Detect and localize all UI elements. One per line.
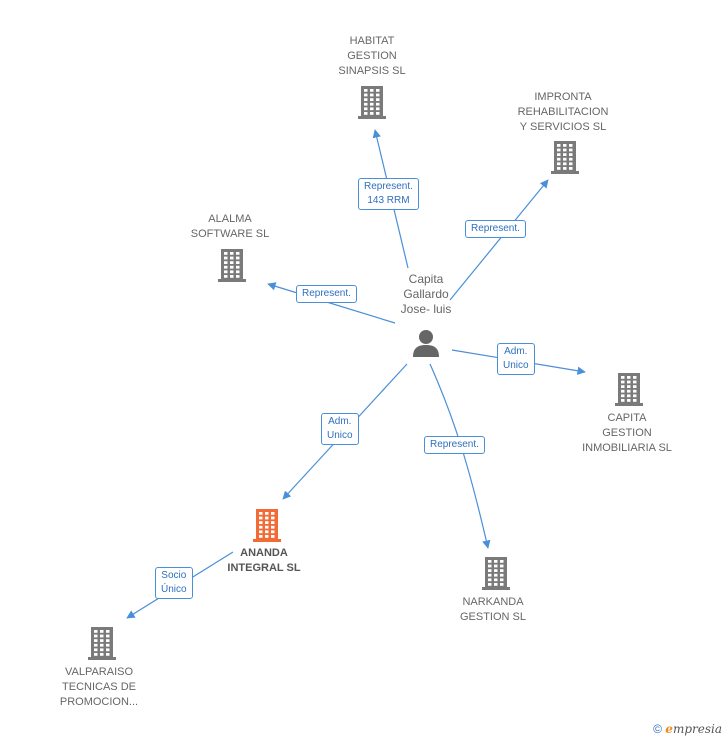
edge-label-e-ananda[interactable]: Adm. Unico xyxy=(321,413,359,445)
company-label-line: INTEGRAL SL xyxy=(227,562,301,574)
company-label-alalma[interactable]: ALALMA SOFTWARE SL xyxy=(180,212,280,242)
person-icon[interactable] xyxy=(411,328,441,358)
building-icon[interactable] xyxy=(216,248,248,282)
brand-initial: e xyxy=(665,722,673,736)
edge-label-line: Socio xyxy=(161,570,187,581)
company-label-habitat[interactable]: HABITAT GESTION SINAPSIS SL xyxy=(320,34,424,79)
edge-label-line: Único xyxy=(161,584,187,595)
company-label-line: IMPRONTA xyxy=(534,91,592,103)
center-person-label[interactable]: Capita Gallardo Jose- luis xyxy=(380,272,472,317)
building-icon[interactable] xyxy=(356,85,388,119)
company-label-impronta[interactable]: IMPRONTA REHABILITACION Y SERVICIOS SL xyxy=(506,90,620,135)
company-label-line: REHABILITACION xyxy=(517,106,609,118)
edge-label-line: Unico xyxy=(503,360,529,371)
edge-label-line: Adm. xyxy=(328,416,352,427)
edge-label-line: Represent. xyxy=(302,288,351,299)
edge-label-line: Represent. xyxy=(430,439,479,450)
company-label-line: ANANDA xyxy=(240,547,288,559)
building-icon[interactable] xyxy=(86,626,118,660)
company-label-line: GESTION xyxy=(347,50,397,62)
company-label-line: HABITAT xyxy=(349,35,395,47)
edge-label-e-narkanda[interactable]: Represent. xyxy=(424,436,485,454)
company-label-line: SOFTWARE SL xyxy=(190,228,270,240)
company-label-capita-gestion[interactable]: CAPITA GESTION INMOBILIARIA SL xyxy=(572,411,682,456)
building-icon[interactable] xyxy=(251,508,283,542)
edge-label-line: Represent. xyxy=(364,181,413,192)
company-label-line: GESTION xyxy=(602,427,652,439)
building-icon[interactable] xyxy=(480,556,512,590)
copyright-icon: © xyxy=(653,722,662,736)
brand-footer: © empresia xyxy=(653,722,722,736)
center-line-1: Capita xyxy=(408,272,444,286)
company-label-line: PROMOCION... xyxy=(59,696,139,708)
company-label-line: NARKANDA xyxy=(462,596,524,608)
company-label-line: SINAPSIS SL xyxy=(338,65,406,77)
company-label-narkanda[interactable]: NARKANDA GESTION SL xyxy=(447,595,539,625)
brand-rest: mpresia xyxy=(672,722,722,736)
company-label-line: INMOBILIARIA SL xyxy=(582,442,672,454)
edge-label-e-impronta[interactable]: Represent. xyxy=(465,220,526,238)
edge-e-alalma xyxy=(267,282,396,324)
company-label-line: GESTION SL xyxy=(459,611,527,623)
center-line-2: Gallardo xyxy=(403,287,449,301)
company-label-line: ALALMA xyxy=(208,213,252,225)
building-icon[interactable] xyxy=(549,140,581,174)
edge-label-e-capita-gestion[interactable]: Adm. Unico xyxy=(497,343,535,375)
edge-e-narkanda xyxy=(429,363,491,549)
edge-label-line: Adm. xyxy=(504,346,528,357)
edge-label-e-habitat[interactable]: Represent. 143 RRM xyxy=(358,178,419,210)
edge-e-impronta xyxy=(449,179,549,301)
center-line-3: Jose- luis xyxy=(400,302,452,316)
building-icon[interactable] xyxy=(613,372,645,406)
company-label-ananda[interactable]: ANANDA INTEGRAL SL xyxy=(214,546,314,576)
brand-logo[interactable]: empresia xyxy=(665,722,722,736)
company-label-valparaiso[interactable]: VALPARAISO TECNICAS DE PROMOCION... xyxy=(44,665,154,710)
edge-label-line: Unico xyxy=(327,430,353,441)
company-label-line: Y SERVICIOS SL xyxy=(519,121,607,133)
company-label-line: VALPARAISO xyxy=(64,666,134,678)
edge-label-e-alalma[interactable]: Represent. xyxy=(296,285,357,303)
edge-label-line: Represent. xyxy=(471,223,520,234)
edge-label-line: 143 RRM xyxy=(367,195,410,206)
company-label-line: CAPITA xyxy=(607,412,647,424)
company-label-line: TECNICAS DE xyxy=(62,681,136,693)
